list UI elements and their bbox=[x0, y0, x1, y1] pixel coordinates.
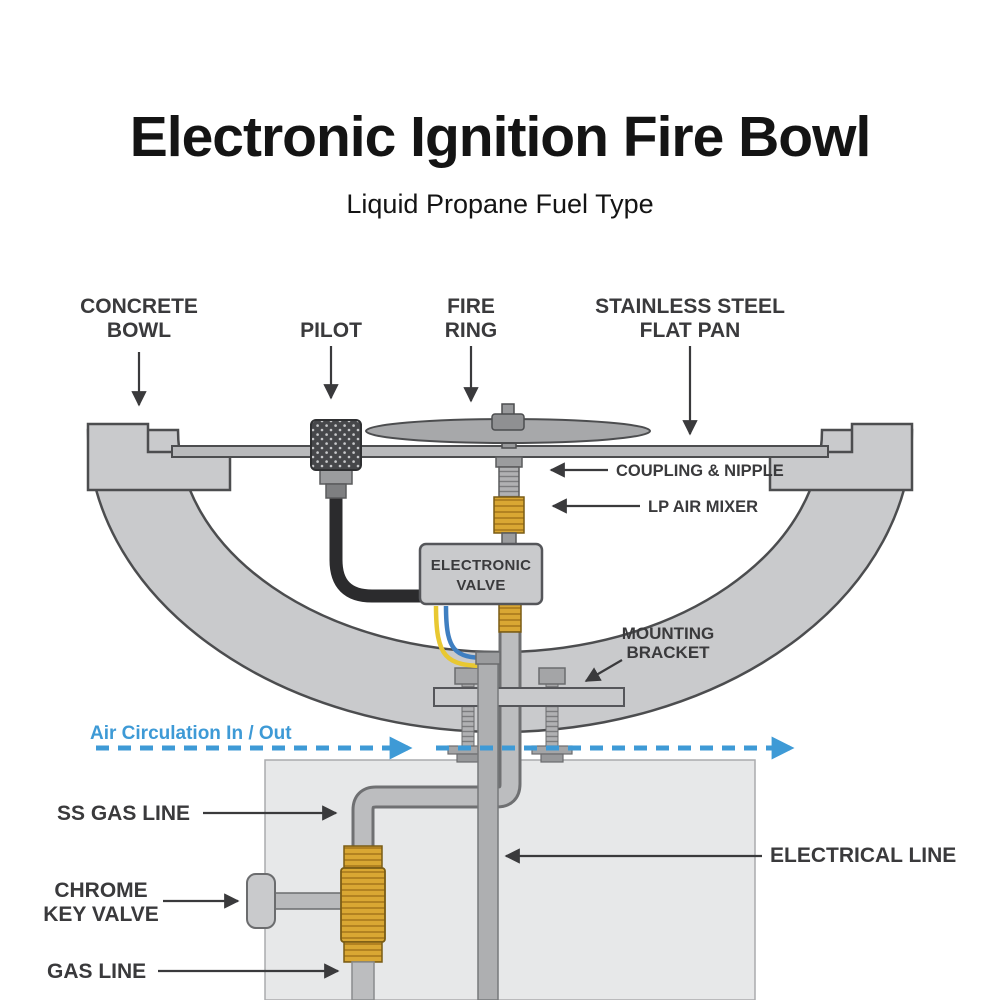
lp-air-mixer-shape bbox=[493, 496, 525, 534]
electronic-valve-shape bbox=[418, 542, 544, 633]
label-gas-line: GAS LINE bbox=[47, 960, 147, 983]
label-pilot: PILOT bbox=[300, 319, 362, 342]
label-lp-air-mixer: LP AIR MIXER bbox=[648, 498, 759, 516]
electrical-line-shape bbox=[433, 605, 501, 1000]
label-chrome-key-valve: CHROME KEY VALVE bbox=[43, 879, 159, 926]
label-ss-gas-line: SS GAS LINE bbox=[57, 802, 191, 825]
key-flange bbox=[246, 873, 276, 929]
label-fire-ring: FIRE RING bbox=[444, 295, 498, 342]
fire-ring-shape bbox=[365, 403, 651, 449]
key-valve-body bbox=[340, 867, 386, 943]
label-air-circulation: Air Circulation In / Out bbox=[90, 723, 292, 744]
gas-line-pipe bbox=[351, 961, 375, 1000]
page-subtitle: Liquid Propane Fuel Type bbox=[346, 189, 654, 219]
label-electrical-line: ELECTRICAL LINE bbox=[770, 844, 957, 867]
label-flat-pan: STAINLESS STEEL FLAT PAN bbox=[595, 295, 785, 342]
pilot-cable bbox=[329, 491, 437, 603]
wire-yellow bbox=[433, 605, 488, 669]
label-electronic-valve: ELECTRONIC VALVE bbox=[430, 557, 532, 594]
pilot-shape bbox=[310, 419, 437, 603]
electrical-conduit bbox=[477, 659, 499, 1000]
key-shaft bbox=[271, 892, 345, 910]
label-concrete-bowl: CONCRETE BOWL bbox=[80, 295, 198, 342]
coupling-nipple-shape bbox=[495, 456, 523, 498]
page-title: Electronic Ignition Fire Bowl bbox=[129, 105, 872, 169]
electronic-valve-box bbox=[418, 542, 544, 606]
label-coupling-nipple: COUPLING & NIPPLE bbox=[616, 462, 784, 480]
valve-outlet-fitting bbox=[498, 603, 522, 633]
leader-lines bbox=[131, 346, 762, 979]
chrome-key-valve-shape bbox=[246, 845, 386, 1000]
label-mounting-bracket: MOUNTING BRACKET bbox=[621, 624, 715, 663]
ss-gas-line-pipe bbox=[351, 628, 522, 848]
flat-pan-shape bbox=[171, 445, 829, 458]
leader-mounting-bracket bbox=[584, 659, 623, 682]
